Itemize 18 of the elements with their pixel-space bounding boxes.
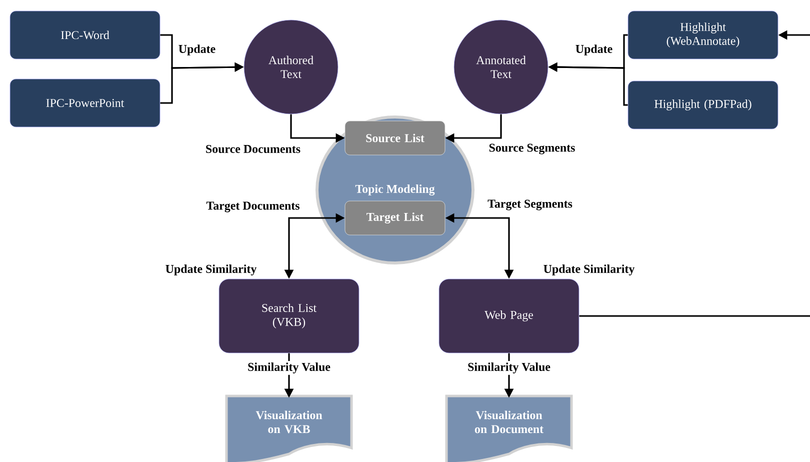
edge-label: Target Segments: [486, 198, 574, 212]
edge-label: Target Documents: [204, 200, 302, 214]
application-box: Web Page: [438, 278, 580, 354]
tool-box: IPC-Word: [10, 10, 160, 60]
tool-box: Highlight (PDFPad): [628, 80, 778, 130]
application-box: Search List (VKB): [218, 278, 360, 354]
tool-box: Highlight (WebAnnotate): [628, 10, 778, 60]
edge-label: Similarity Value: [246, 361, 332, 375]
edge-label: Update: [176, 43, 218, 57]
list-box: Target List: [344, 200, 446, 236]
tool-box: IPC-PowerPoint: [10, 78, 160, 128]
edge-label: Source Segments: [487, 142, 577, 156]
edge-label: Source Documents: [204, 143, 302, 155]
edge-label: Similarity Value: [466, 361, 552, 375]
note-label: Update Similarity: [544, 264, 635, 276]
edge-label: Update: [574, 43, 614, 57]
list-box: Source List: [344, 120, 446, 156]
note-label: Update Similarity: [166, 264, 257, 276]
